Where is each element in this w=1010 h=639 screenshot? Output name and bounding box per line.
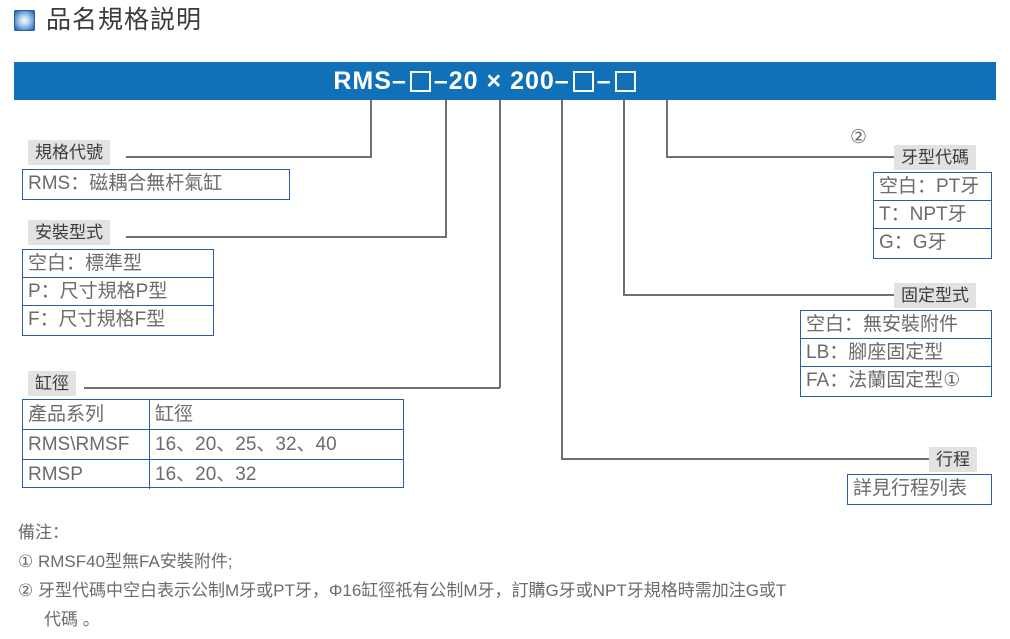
- caption-stroke: 行程: [929, 447, 977, 472]
- page-header: 品名規格説明: [14, 8, 202, 33]
- note-item-1: ① RMSF40型無FA安裝附件;: [18, 552, 233, 571]
- box-mounting-type: 空白：標準型 P：尺寸規格P型 F：尺寸規格F型: [22, 249, 214, 336]
- model-dash-1: –: [391, 66, 407, 95]
- leader-line-bore-horizontal: [84, 387, 500, 389]
- table-row: RMS\RMSF 16、20、25、32、40: [23, 429, 403, 460]
- bore-values-rms-rmsf: 16、20、25、32、40: [149, 429, 403, 460]
- model-code: RMS––20 × 200––: [14, 62, 996, 100]
- notes-title: 備注：: [18, 523, 69, 542]
- leader-line-stroke-horizontal: [561, 458, 931, 460]
- box-thread-type: 空白：PT牙 T：NPT牙 G：G牙: [873, 172, 992, 259]
- stroke-option: 詳見行程列表: [853, 478, 968, 499]
- note-item-2: ② 牙型代碼中空白表示公制M牙或PT牙，Φ16缸徑祇有公制M牙，訂購G牙或NPT…: [18, 581, 787, 600]
- model-bore: 20: [448, 66, 479, 95]
- thread-option-blank: 空白：PT牙: [874, 173, 991, 201]
- model-stroke: 200: [510, 66, 555, 95]
- model-placeholder-box-2: [572, 70, 594, 92]
- caption-bore: 缸徑: [28, 371, 76, 396]
- notes-block: 備注： ① RMSF40型無FA安裝附件; ② 牙型代碼中空白表示公制M牙或PT…: [18, 518, 988, 634]
- model-placeholder-box-1: [409, 70, 431, 92]
- mounting-option-p: P：尺寸規格P型: [23, 278, 213, 306]
- leader-line-bore-vertical: [499, 100, 501, 388]
- leader-line-fixing-vertical: [623, 100, 625, 296]
- fixing-option-blank: 空白：無安裝附件: [801, 311, 991, 339]
- box-fixing-type: 空白：無安裝附件 LB：腳座固定型 FA：法蘭固定型①: [800, 310, 992, 397]
- leader-line-spec-code-horizontal: [126, 156, 371, 158]
- footnote-marker-2: ②: [850, 127, 868, 148]
- fixing-option-fa: FA：法蘭固定型①: [806, 370, 961, 391]
- bore-series-rmsp: RMSP: [23, 459, 150, 489]
- spec-code-option: RMS：磁耦合無杆氣缸: [28, 173, 223, 194]
- table-row: RMSP 16、20、32: [23, 459, 403, 489]
- caption-fixing-type: 固定型式: [894, 283, 976, 308]
- caption-spec-code: 規格代號: [28, 140, 110, 165]
- bore-values-rmsp: 16、20、32: [149, 459, 403, 489]
- table-bore: 產品系列 缸徑 RMS\RMSF 16、20、25、32、40 RMSP 16、…: [22, 399, 404, 489]
- bore-series-rms-rmsf: RMS\RMSF: [23, 429, 150, 460]
- model-dash-2: –: [433, 66, 449, 95]
- blue-square-bullet-icon: [14, 10, 35, 31]
- mounting-option-blank: 空白：標準型: [23, 250, 213, 278]
- bore-header-series: 產品系列: [23, 400, 150, 430]
- fixing-option-lb: LB：腳座固定型: [801, 339, 991, 367]
- model-prefix: RMS: [333, 66, 392, 95]
- leader-line-stroke-vertical: [561, 100, 563, 459]
- leader-line-thread-vertical: [666, 100, 668, 158]
- model-code-bar: RMS––20 × 200––: [14, 62, 996, 100]
- bore-header-bore: 缸徑: [149, 400, 403, 430]
- thread-option-g: G：G牙: [879, 232, 947, 253]
- box-stroke: 詳見行程列表: [847, 474, 992, 505]
- leader-line-mounting-vertical: [445, 100, 447, 238]
- box-spec-code: RMS：磁耦合無杆氣缸: [22, 169, 290, 200]
- thread-option-t: T：NPT牙: [874, 201, 991, 229]
- leader-line-thread-horizontal: [666, 156, 916, 158]
- mounting-option-f: F：尺寸規格F型: [28, 309, 166, 330]
- leader-line-mounting-horizontal: [126, 236, 446, 238]
- model-placeholder-box-3: [614, 70, 636, 92]
- table-row-header: 產品系列 缸徑: [23, 400, 403, 430]
- model-dash-4: –: [596, 66, 612, 95]
- model-times-symbol: ×: [486, 66, 503, 95]
- leader-line-fixing-horizontal: [623, 294, 916, 296]
- page-title: 品名規格説明: [46, 6, 203, 34]
- caption-mounting-type: 安裝型式: [28, 220, 110, 245]
- model-dash-3: –: [554, 66, 570, 95]
- leader-line-spec-code-vertical: [370, 100, 372, 158]
- note-item-2-continued: 代碼 。: [44, 610, 100, 629]
- caption-thread-type: 牙型代碼: [894, 145, 976, 170]
